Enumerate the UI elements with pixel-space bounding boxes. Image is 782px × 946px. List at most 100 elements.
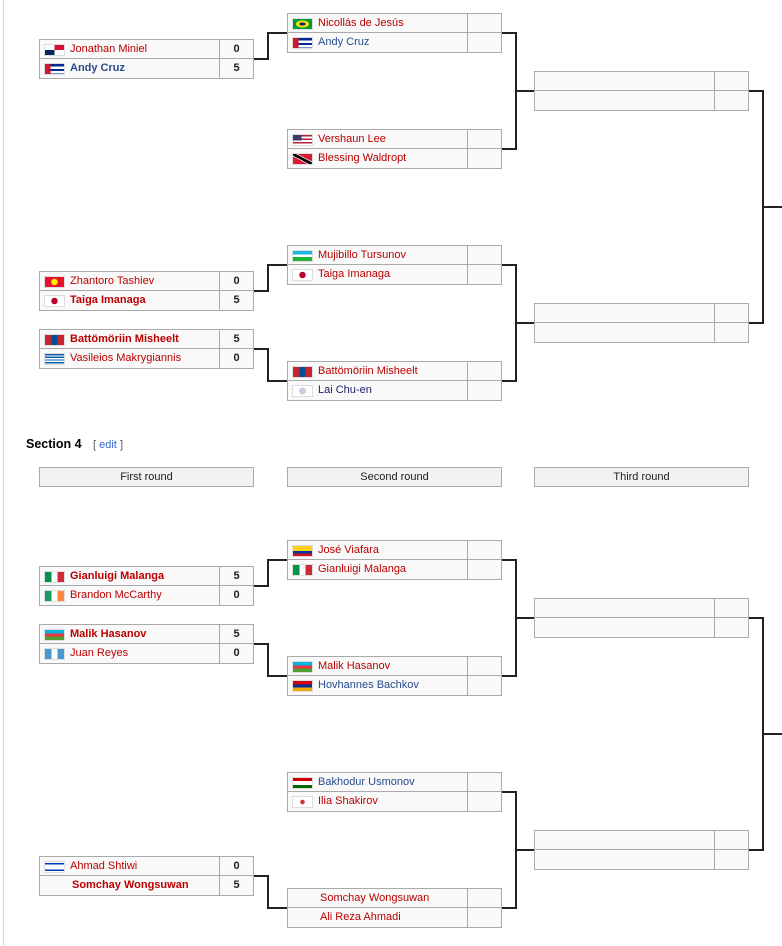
- competitor-row: Vershaun Lee: [287, 129, 502, 150]
- flag-tjk-icon: [292, 776, 313, 789]
- bracket-connector: [254, 875, 287, 909]
- competitor-cell: Somchay Wongsuwan: [287, 888, 468, 909]
- competitor-cell: [534, 90, 715, 111]
- flag-jpn-icon: [292, 268, 313, 281]
- competitor-row: [534, 598, 749, 619]
- competitor-name-link[interactable]: Vershaun Lee: [318, 133, 386, 145]
- score-cell: [714, 617, 749, 638]
- competitor-name-link[interactable]: Jonathan Miniel: [70, 43, 148, 55]
- competitor-name-link[interactable]: Ilia Shakirov: [318, 795, 378, 807]
- score-cell: [467, 129, 502, 150]
- competitor-row: Malik Hasanov: [287, 656, 502, 677]
- competitor-name-link[interactable]: Malik Hasanov: [318, 660, 391, 672]
- competitor-name-link[interactable]: Battömöriin Misheelt: [70, 333, 179, 345]
- competitor-cell: Lai Chu-en: [287, 380, 468, 401]
- competitor-name-link[interactable]: Gianluigi Malanga: [318, 563, 407, 575]
- flag-irl-icon: [44, 589, 65, 602]
- competitor-row: Battömöriin Misheelt: [287, 361, 502, 382]
- lower-third-round-match: [534, 830, 749, 870]
- competitor-name-link[interactable]: Taiga Imanaga: [318, 268, 391, 280]
- competitor-row: [534, 617, 749, 638]
- competitor-row: Ali Reza Ahmadi: [287, 907, 502, 928]
- competitor-cell: Mujibillo Tursunov: [287, 245, 468, 266]
- bracket-connector: [254, 348, 287, 382]
- competitor-name-link[interactable]: Malik Hasanov: [70, 628, 147, 640]
- competitor-name-link[interactable]: Andy Cruz: [70, 62, 125, 74]
- bracket-connector: [502, 791, 534, 909]
- score-cell: 5: [219, 329, 254, 350]
- flag-cub-icon: [292, 36, 313, 49]
- flag-ita-icon: [44, 570, 65, 583]
- flag-uzb-icon: [292, 249, 313, 262]
- competitor-name-link[interactable]: Somchay Wongsuwan: [72, 879, 189, 891]
- content-border: [3, 0, 4, 946]
- competitor-row: Somchay Wongsuwan: [287, 888, 502, 909]
- competitor-name-link[interactable]: José Viafara: [318, 544, 379, 556]
- flag-pan-icon: [44, 43, 65, 56]
- competitor-cell: Vasileios Makrygiannis: [39, 348, 220, 369]
- competitor-name-link[interactable]: Battömöriin Misheelt: [318, 365, 418, 377]
- competitor-name-link[interactable]: Hovhannes Bachkov: [318, 679, 419, 691]
- competitor-name-link[interactable]: Taiga Imanaga: [70, 294, 146, 306]
- competitor-name-link[interactable]: Brandon McCarthy: [70, 589, 162, 601]
- bracket-connector: [502, 32, 534, 150]
- competitor-name-link[interactable]: Gianluigi Malanga: [70, 570, 165, 582]
- competitor-cell: [534, 617, 715, 638]
- score-cell: [467, 540, 502, 561]
- score-cell: [467, 264, 502, 285]
- header-second-round: Second round: [287, 467, 502, 487]
- score-cell: [714, 71, 749, 92]
- bracket-connector: [254, 559, 287, 587]
- score-cell: [714, 90, 749, 111]
- competitor-row: [534, 322, 749, 343]
- competitor-name-link[interactable]: Juan Reyes: [70, 647, 129, 659]
- competitor-cell: Bakhodur Usmonov: [287, 772, 468, 793]
- competitor-cell: [534, 71, 715, 92]
- edit-section: [ edit ]: [93, 439, 123, 451]
- section-heading: Section 4: [26, 437, 82, 451]
- competitor-name-link[interactable]: Nicollás de Jesús: [318, 17, 404, 29]
- competitor-row: [534, 303, 749, 324]
- competitor-row: [534, 90, 749, 111]
- competitor-name-link[interactable]: Lai Chu-en: [318, 384, 372, 396]
- score-cell: [467, 656, 502, 677]
- competitor-cell: [534, 598, 715, 619]
- upper-third-round-match: [534, 71, 749, 111]
- score-cell: [467, 380, 502, 401]
- competitor-cell: Malik Hasanov: [287, 656, 468, 677]
- competitor-cell: Gianluigi Malanga: [39, 566, 220, 587]
- competitor-name-link[interactable]: Ali Reza Ahmadi: [320, 911, 401, 923]
- competitor-cell: Gianluigi Malanga: [287, 559, 468, 580]
- competitor-row: Taiga Imanaga: [287, 264, 502, 285]
- competitor-row: Lai Chu-en: [287, 380, 502, 401]
- score-cell: [467, 907, 502, 928]
- edit-link[interactable]: edit: [99, 439, 117, 451]
- flag-bra-icon: [292, 17, 313, 30]
- score-cell: [714, 303, 749, 324]
- competitor-name-link[interactable]: Vasileios Makrygiannis: [70, 352, 182, 364]
- competitor-cell: Battömöriin Misheelt: [39, 329, 220, 350]
- competitor-cell: Hovhannes Bachkov: [287, 675, 468, 696]
- competitor-cell: [534, 830, 715, 851]
- competitor-name-link[interactable]: Mujibillo Tursunov: [318, 249, 407, 261]
- competitor-cell: Andy Cruz: [39, 58, 220, 79]
- competitor-cell: Somchay Wongsuwan: [39, 875, 220, 896]
- competitor-name-link[interactable]: Blessing Waldropt: [318, 152, 407, 164]
- header-third-round: Third round: [534, 467, 749, 487]
- competitor-name-link[interactable]: Zhantoro Tashiev: [70, 275, 155, 287]
- competitor-name-link[interactable]: Andy Cruz: [318, 36, 370, 48]
- flag-col-icon: [292, 544, 313, 557]
- competitor-name-link[interactable]: Somchay Wongsuwan: [320, 892, 430, 904]
- score-cell: 0: [219, 348, 254, 369]
- competitor-name-link[interactable]: Bakhodur Usmonov: [318, 776, 415, 788]
- competitor-name-link[interactable]: Ahmad Shtiwi: [70, 860, 138, 872]
- competitor-cell: Vershaun Lee: [287, 129, 468, 150]
- flag-cub-icon: [44, 62, 65, 75]
